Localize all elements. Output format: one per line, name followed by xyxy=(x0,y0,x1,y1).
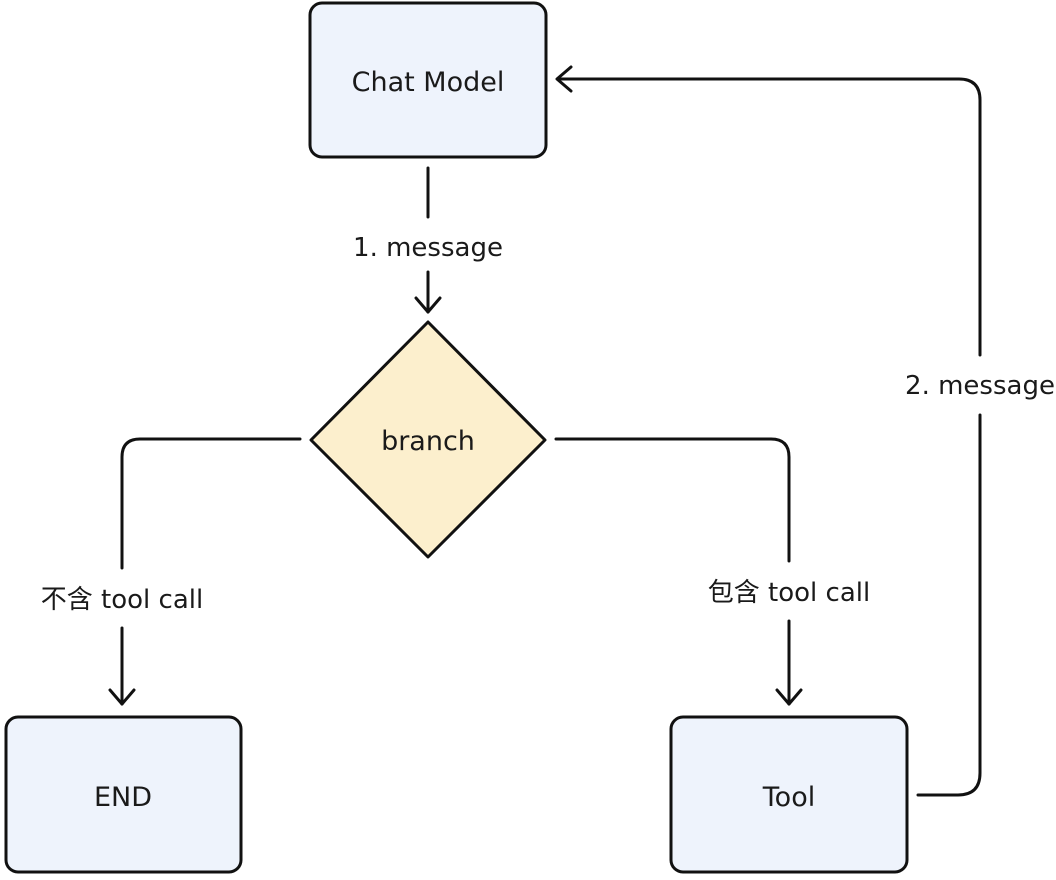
edge-branch-to-tool: 包含 tool call xyxy=(554,437,870,706)
chat-model-label: Chat Model xyxy=(352,67,505,98)
end-label: END xyxy=(94,782,152,813)
tool-node: Tool xyxy=(669,715,909,874)
tool-label: Tool xyxy=(762,782,815,813)
edge-tool-to-model: 2. message xyxy=(555,65,1055,797)
edge-label-1-message: 1. message xyxy=(353,233,503,263)
edge-label-no-tool-call: 不含 tool call xyxy=(41,585,203,615)
branch-node: branch xyxy=(309,320,547,559)
branch-label: branch xyxy=(381,426,475,457)
edge-label-2-message: 2. message xyxy=(905,371,1055,401)
end-node: END xyxy=(4,715,243,874)
chat-model-node: Chat Model xyxy=(308,1,548,159)
edge-model-to-branch: 1. message xyxy=(353,166,503,314)
edge-branch-to-end: 不含 tool call xyxy=(41,437,302,706)
edge-label-has-tool-call: 包含 tool call xyxy=(708,578,870,608)
